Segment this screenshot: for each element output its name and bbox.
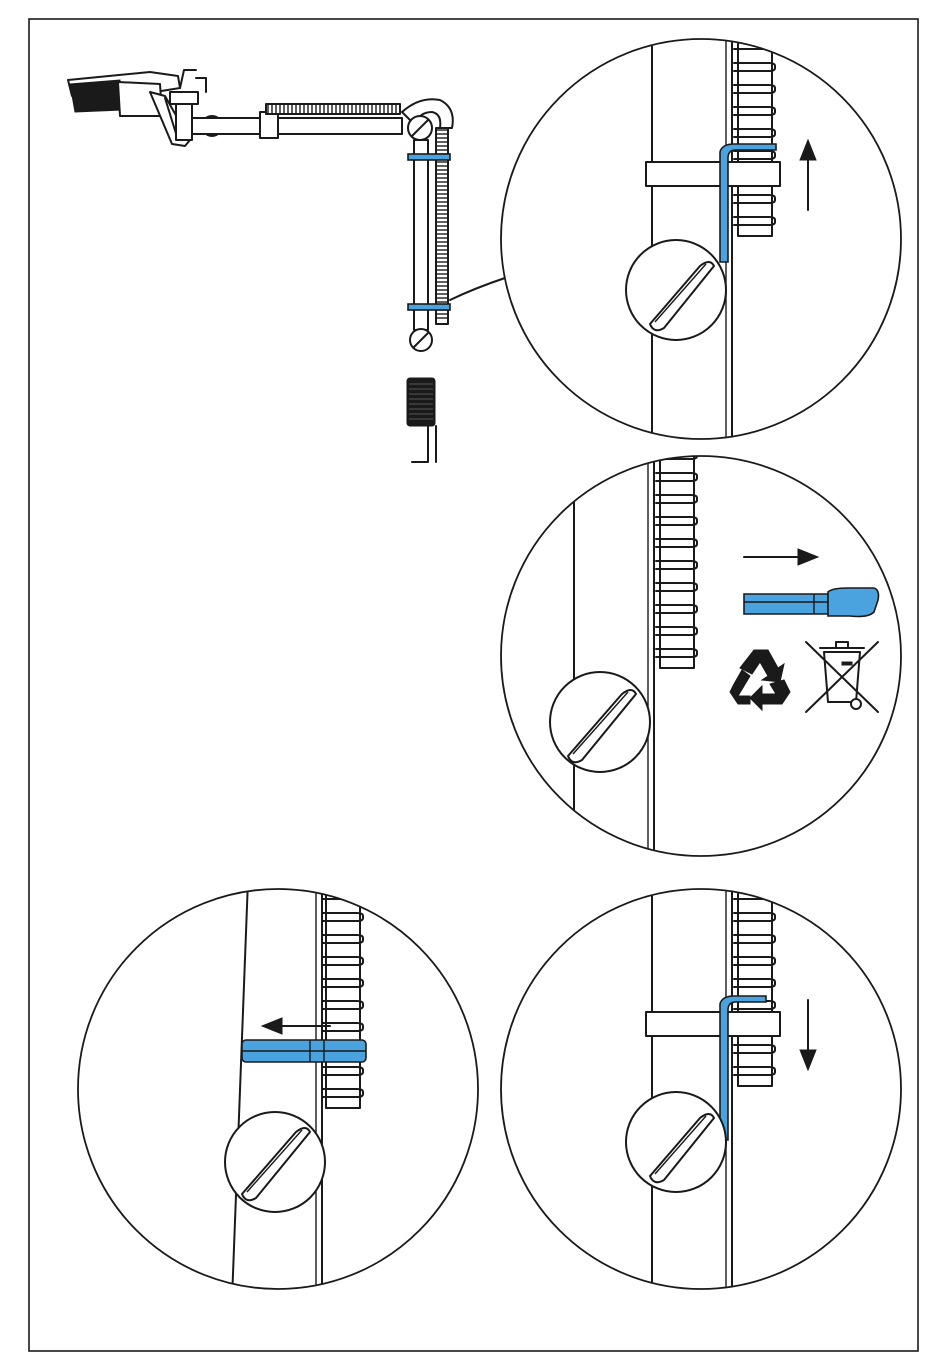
step-2-detail [500, 440, 902, 870]
pointer-line [450, 278, 505, 300]
horizontal-hose [266, 104, 400, 114]
light-arm-overview [68, 70, 505, 462]
horizontal-arm [192, 118, 402, 134]
vertical-arm [414, 140, 428, 330]
step-4-detail [500, 880, 902, 1300]
overview-clip-bottom [408, 304, 450, 310]
lamp-head [68, 70, 206, 146]
overview-clip-top [408, 154, 450, 160]
step-1-detail [500, 30, 902, 450]
step-3-detail [77, 880, 479, 1300]
handle-hook [412, 426, 428, 462]
